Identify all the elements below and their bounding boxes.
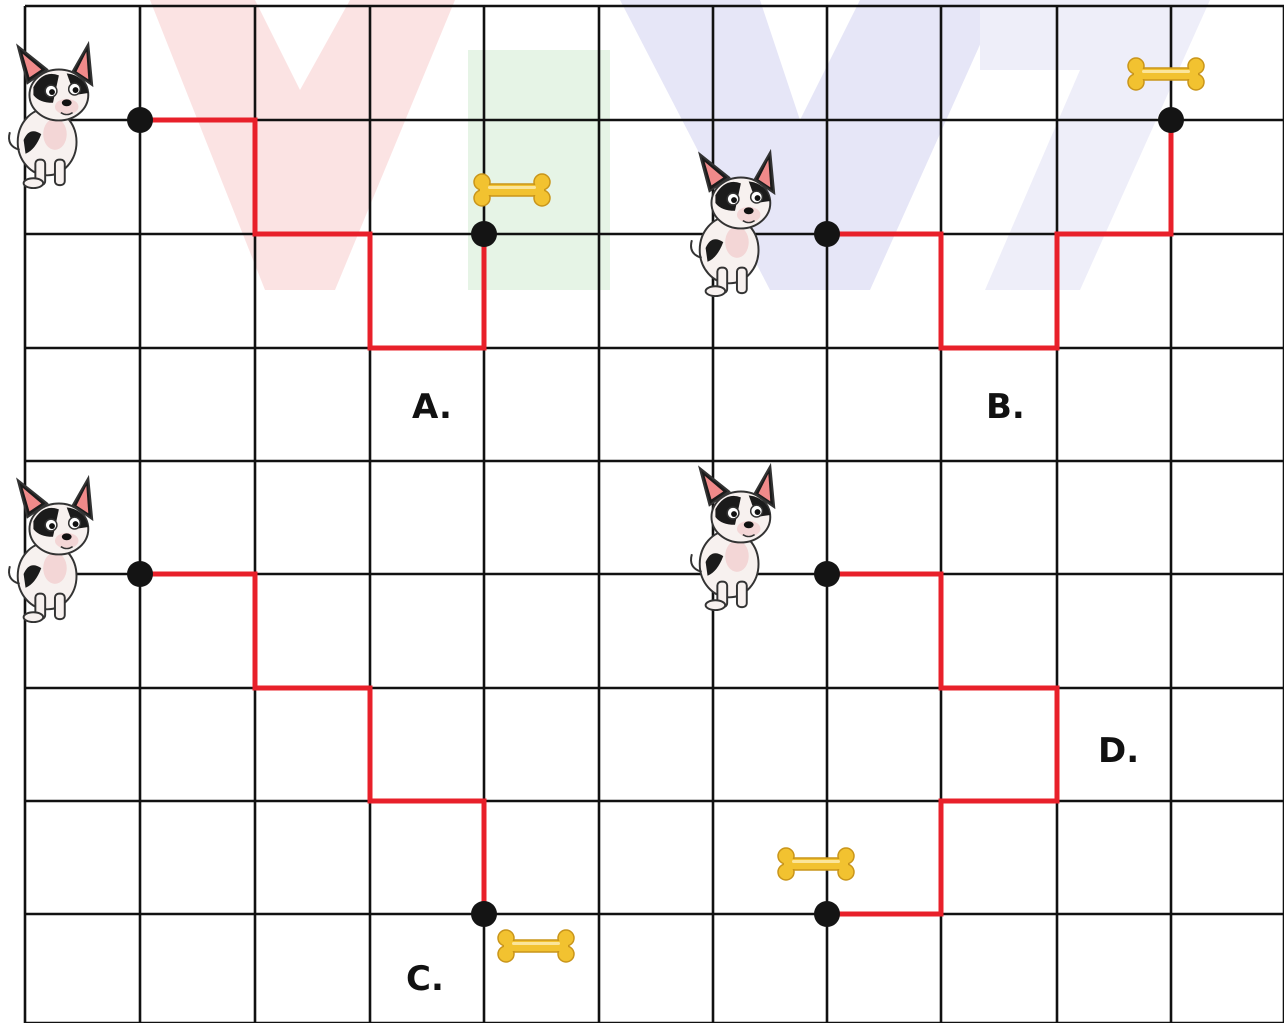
bone-icon [498, 930, 574, 962]
start-dot-d [814, 561, 840, 587]
option-label-d: D. [1098, 731, 1139, 771]
dog-icon [9, 44, 92, 188]
start-dot-c [127, 561, 153, 587]
dog-icon [691, 466, 774, 610]
watermark-logo [150, 0, 1210, 290]
option-labels: A. B. C. D. [406, 387, 1139, 999]
end-dot-b [1158, 107, 1184, 133]
dog-icon [9, 478, 92, 622]
option-label-c: C. [406, 959, 444, 999]
start-dot-b [814, 221, 840, 247]
end-dot-c [471, 901, 497, 927]
end-dot-d [814, 901, 840, 927]
route-c [140, 574, 484, 914]
end-dot-a [471, 221, 497, 247]
option-label-b: B. [986, 387, 1025, 427]
start-dot-a [127, 107, 153, 133]
bone-icon [778, 848, 854, 880]
option-label-a: A. [412, 387, 452, 427]
